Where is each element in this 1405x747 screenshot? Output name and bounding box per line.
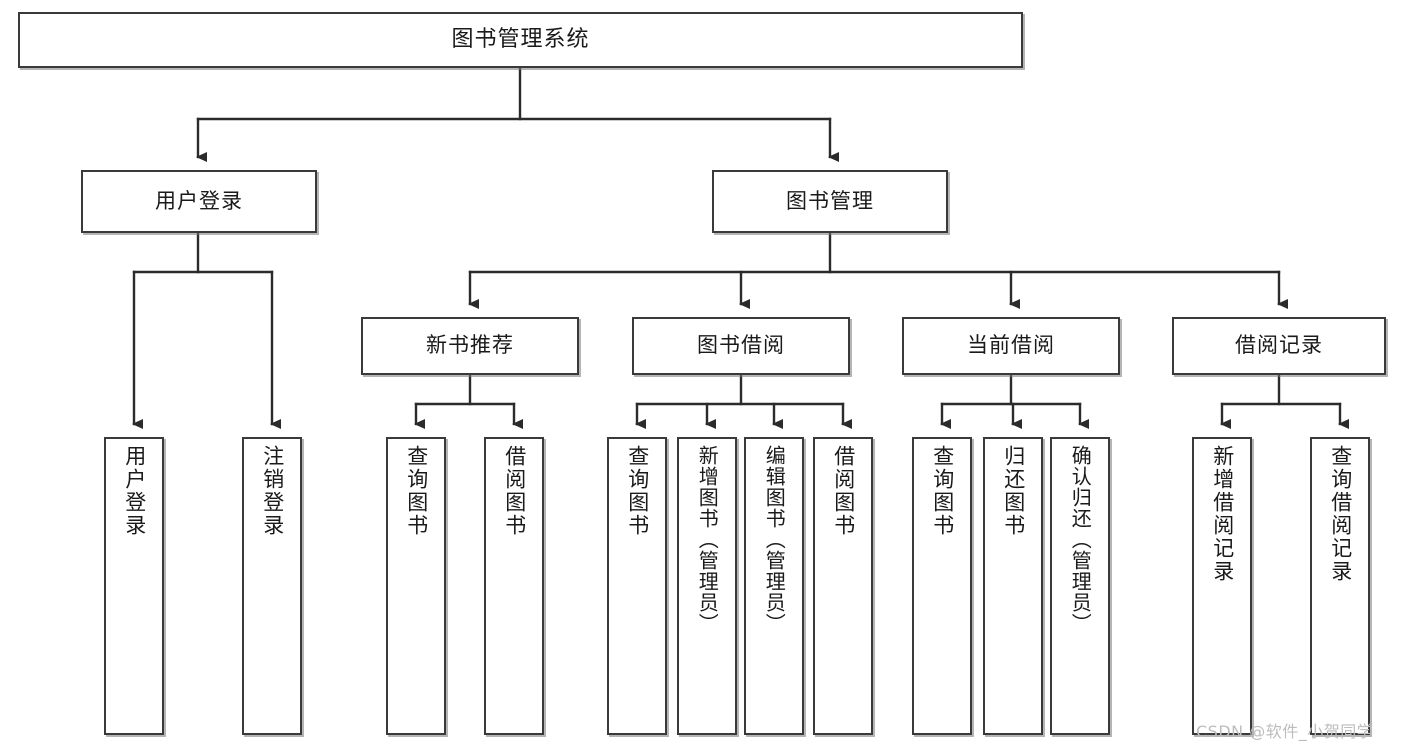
node-book-borrow[interactable]: 图书借阅 [632,317,850,375]
leaf-user-login[interactable]: 用户登录 [104,437,164,735]
node-user-login[interactable]: 用户登录 [81,170,317,233]
leaf-add-borrow-record[interactable]: 新增借阅记录 [1192,437,1252,735]
leaf-add-borrow-record-label: 新增借阅记录 [1210,445,1235,583]
csdn-watermark: CSDN @软件_小贺同学 [1196,722,1374,741]
leaf-query-book-current-label: 查询图书 [930,445,955,537]
leaf-borrow-book-new[interactable]: 借阅图书 [484,437,544,735]
leaf-borrow-book-new-label: 借阅图书 [502,445,527,537]
node-book-management-label: 图书管理 [786,188,874,213]
leaf-confirm-return-admin[interactable]: 确认归还（管理员） [1050,437,1110,735]
leaf-return-book[interactable]: 归还图书 [983,437,1043,735]
leaf-query-borrow-record-label: 查询借阅记录 [1328,445,1353,583]
leaf-logout[interactable]: 注销登录 [242,437,302,735]
node-borrow-record[interactable]: 借阅记录 [1172,317,1386,375]
leaf-query-book-new-label: 查询图书 [404,445,429,537]
node-root-label: 图书管理系统 [451,26,590,52]
node-new-book-recommend-label: 新书推荐 [426,333,514,358]
leaf-query-book-current[interactable]: 查询图书 [912,437,972,735]
leaf-borrow-book-label: 借阅图书 [831,445,856,537]
leaf-borrow-book[interactable]: 借阅图书 [813,437,873,735]
leaf-user-login-label: 用户登录 [122,445,147,537]
leaf-return-book-label: 归还图书 [1001,445,1026,537]
node-borrow-record-label: 借阅记录 [1235,333,1323,358]
node-current-borrow[interactable]: 当前借阅 [902,317,1120,375]
node-current-borrow-label: 当前借阅 [967,333,1055,358]
node-user-login-label: 用户登录 [155,188,243,213]
leaf-logout-label: 注销登录 [260,445,285,537]
node-new-book-recommend[interactable]: 新书推荐 [361,317,579,375]
leaf-query-book-borrow-label: 查询图书 [625,445,650,537]
leaf-query-book-new[interactable]: 查询图书 [386,437,446,735]
leaf-query-book-borrow[interactable]: 查询图书 [607,437,667,735]
node-book-management[interactable]: 图书管理 [712,170,948,233]
node-book-borrow-label: 图书借阅 [697,333,785,358]
leaf-add-book-admin[interactable]: 新增图书（管理员） [677,437,737,735]
leaf-confirm-return-admin-label: 确认归还（管理员） [1068,445,1093,634]
leaf-add-book-admin-label: 新增图书（管理员） [695,445,720,634]
leaf-edit-book-admin[interactable]: 编辑图书（管理员） [744,437,804,735]
leaf-query-borrow-record[interactable]: 查询借阅记录 [1310,437,1370,735]
node-root[interactable]: 图书管理系统 [18,12,1023,68]
leaf-edit-book-admin-label: 编辑图书（管理员） [762,445,787,634]
